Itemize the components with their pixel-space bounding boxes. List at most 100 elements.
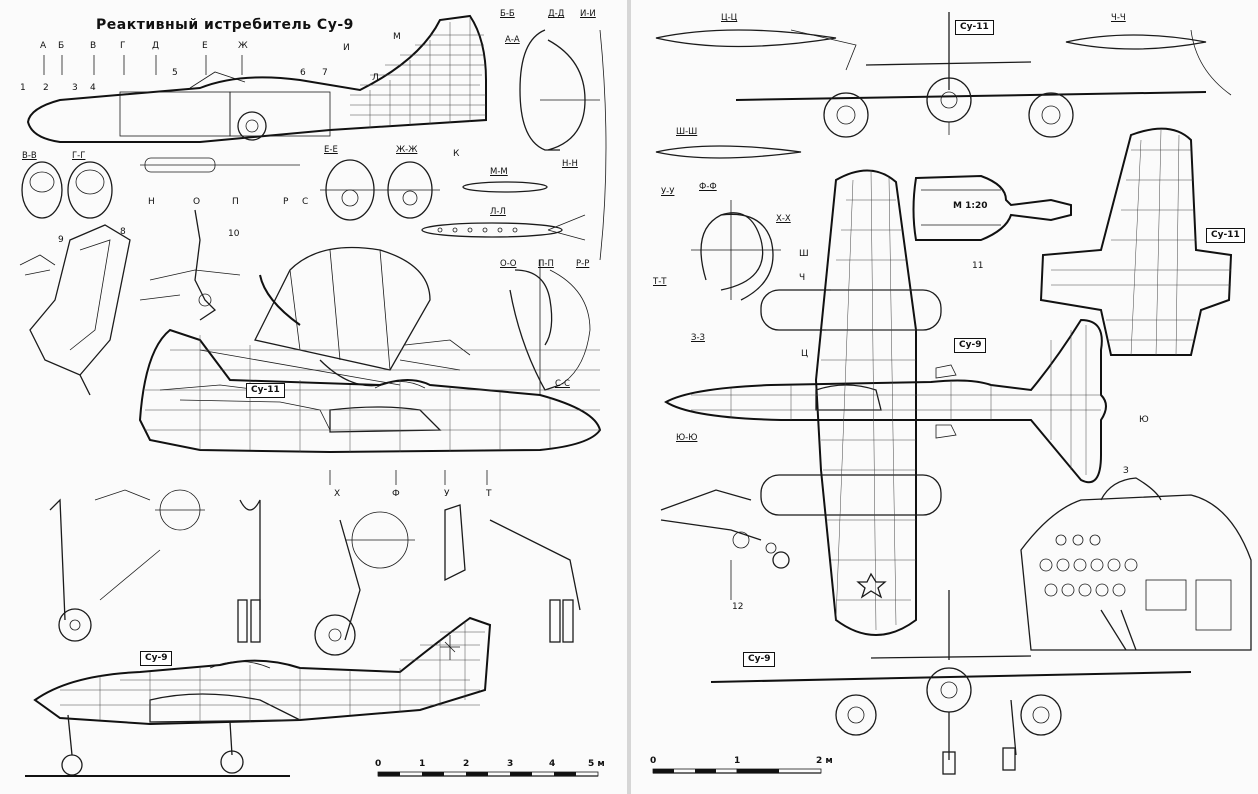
section-u-u: У-У (661, 187, 675, 197)
station-o: О (193, 197, 201, 207)
station-a: А (40, 41, 47, 51)
section-g-g: Г-Г (72, 151, 86, 161)
section-z-z: З-З (691, 333, 705, 343)
station-sh: Ш (799, 249, 809, 259)
section-p-p: П-П (538, 259, 554, 269)
station-g: Г (120, 41, 126, 51)
section-ts-ts: Ц-Ц (721, 13, 738, 23)
station-yu: Ю (1139, 415, 1149, 425)
station-z: З (1123, 466, 1129, 476)
section-b-b: Б-Б (500, 9, 515, 19)
cross-sections-row (21, 159, 440, 221)
su9-front-label: Су-9 (743, 652, 776, 667)
right-scale-1: 1 (734, 756, 741, 766)
airbrake-sections (399, 260, 591, 395)
part-6: 6 (300, 68, 306, 78)
station-p: П (232, 197, 239, 207)
section-ch-ch: Ч-Ч (1111, 13, 1126, 23)
section-d-d: Д-Д (548, 9, 565, 19)
su11-front-label: Су-11 (955, 20, 994, 35)
section-sh-sh: Ш-Ш (676, 127, 698, 137)
station-d: Д (152, 41, 160, 51)
profile-sections-top (655, 29, 1232, 159)
cutaway-fuselage (26, 14, 487, 173)
scale-0: 0 (375, 759, 382, 769)
su11-side-view (138, 328, 602, 454)
station-l: Л (372, 73, 379, 83)
station-n: Н (148, 197, 155, 207)
su9-side-view (25, 616, 492, 777)
wing-profiles (421, 181, 586, 241)
section-s-s: С-С (555, 379, 570, 389)
part-8: 8 (120, 227, 126, 237)
canopy-sections (519, 29, 607, 261)
ejection-seat (19, 224, 131, 396)
left-page-drawings (19, 14, 607, 777)
part-12: 12 (732, 602, 744, 612)
station-s: С (302, 197, 309, 207)
part-1: 1 (20, 83, 26, 93)
su11-label: Су-11 (246, 383, 285, 398)
section-m-m: М-М (490, 167, 508, 177)
engine-scale-label: М 1:20 (953, 201, 988, 211)
part-7: 7 (322, 68, 328, 78)
scale-5: 5 м (588, 759, 605, 769)
station-t: Т (486, 489, 492, 499)
right-page: Ц-Ц Ч-Ч Ш-Ш У-У Ф-Ф Х-Х Т-Т З-З Ю-Ю Су-1… (631, 0, 1258, 794)
section-i-i: И-И (580, 9, 596, 19)
left-page: Реактивный истребитель Су-9 А Б В Г Д Е … (0, 0, 627, 794)
station-k: К (453, 149, 460, 159)
canopy-sections-right (691, 200, 781, 301)
su9-label: Су-9 (140, 651, 173, 666)
station-i: И (343, 43, 350, 53)
section-f-f: Ф-Ф (699, 182, 717, 192)
su11-wing-label: Су-11 (1206, 228, 1245, 243)
station-zh: Ж (238, 41, 248, 51)
part-4: 4 (90, 83, 96, 93)
section-n-n-top: Н-Н (562, 159, 578, 169)
right-scale-0: 0 (650, 756, 657, 766)
section-e-e: Е-Е (324, 145, 338, 155)
part-3: 3 (72, 83, 78, 93)
section-a-a: А-А (505, 35, 520, 45)
part-2: 2 (43, 83, 49, 93)
station-kh: Х (334, 489, 341, 499)
section-l-l: Л-Л (490, 207, 506, 217)
left-scale-bar (377, 771, 599, 777)
control-detail (660, 489, 790, 600)
part-9: 9 (58, 235, 64, 245)
su9-front-view (710, 590, 1192, 775)
scale-2: 2 (463, 759, 470, 769)
section-t-t: Т-Т (653, 277, 667, 287)
section-r-r: Р-Р (576, 259, 590, 269)
station-v: В (90, 41, 97, 51)
su11-front-view (735, 12, 1207, 138)
cockpit-panel (1020, 477, 1252, 651)
page-gutter (627, 0, 631, 794)
su11-wing-plan (1039, 127, 1233, 356)
station-f: Ф (392, 489, 400, 499)
scale-4: 4 (549, 759, 556, 769)
su9-plan-view (664, 169, 1107, 636)
scale-1: 1 (419, 759, 426, 769)
engine-drawing (912, 174, 1072, 241)
section-yu-yu: Ю-Ю (676, 433, 698, 443)
section-o-o: О-О (500, 259, 517, 269)
section-kh-kh: Х-Х (776, 214, 791, 224)
station-ch: Ч (799, 273, 806, 283)
part-10: 10 (228, 229, 240, 239)
right-page-drawings (652, 12, 1252, 775)
station-b: Б (58, 41, 65, 51)
station-ticks-top (43, 55, 243, 75)
station-u: У (444, 489, 450, 499)
scale-3: 3 (507, 759, 514, 769)
part-5: 5 (172, 68, 178, 78)
canopy-3d (254, 246, 431, 387)
section-zh-zh: Ж-Ж (396, 145, 418, 155)
station-e: Е (202, 41, 208, 51)
station-ts: Ц (801, 349, 808, 359)
page-title: Реактивный истребитель Су-9 (96, 17, 354, 33)
control-linkage (139, 209, 241, 321)
su9-top-label: Су-9 (954, 338, 987, 353)
landing-gear-details (49, 470, 581, 656)
